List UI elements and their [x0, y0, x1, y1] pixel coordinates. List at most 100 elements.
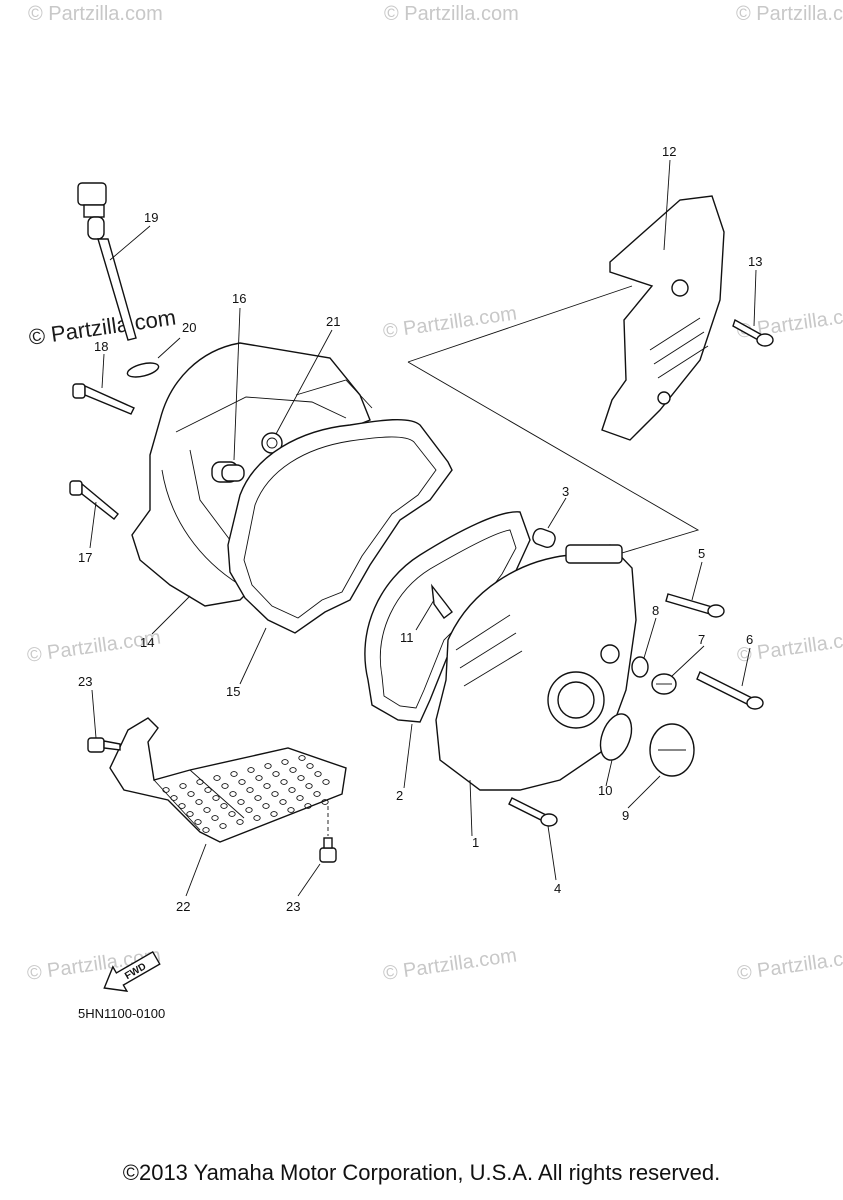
guard-hole: [229, 791, 237, 797]
guard-hole: [212, 795, 220, 801]
callout-23: 23: [78, 674, 92, 689]
guard-hole: [270, 811, 278, 817]
callout-5: 5: [698, 546, 705, 561]
guard-hole: [170, 795, 178, 801]
watermark: © Partzilla.com: [28, 3, 163, 25]
guard-hole: [281, 759, 289, 765]
guard-hole: [287, 807, 295, 813]
guard-hole: [280, 779, 288, 785]
guard-hole: [237, 799, 245, 805]
guard-hole: [238, 779, 246, 785]
part-23-bolt-upper: [87, 737, 121, 753]
part-23-bolt-lower: [319, 837, 337, 863]
guard-hole: [196, 779, 204, 785]
callout-4: 4: [554, 881, 561, 896]
callout-14: 14: [140, 635, 154, 650]
guard-hole: [219, 823, 227, 829]
guard-perforation-holes: [162, 755, 330, 833]
leader-lines: [89, 159, 757, 897]
callout-22: 22: [176, 899, 190, 914]
copyright-notice: ©2013 Yamaha Motor Corporation, U.S.A. A…: [122, 1160, 721, 1185]
gasket-inner-line: [243, 436, 437, 619]
guard-hole: [288, 787, 296, 793]
guard-hole: [296, 795, 304, 801]
diagram-code: 5HN1100-0100: [78, 1006, 165, 1021]
guard-hole: [264, 763, 272, 769]
guard-hole: [313, 791, 321, 797]
callout-2: 2: [396, 788, 403, 803]
watermark: © Partzilla.com: [736, 3, 843, 25]
callout-17: 17: [78, 550, 92, 565]
callout-19: 19: [144, 210, 158, 225]
part-7-plug: [651, 673, 677, 695]
callout-21: 21: [326, 314, 340, 329]
part-18-bolt: [72, 383, 135, 415]
guard-hole: [306, 763, 314, 769]
part-4-bolt: [508, 797, 558, 827]
guard-hole: [220, 803, 228, 809]
guard-hole: [204, 787, 212, 793]
guard-hole: [186, 811, 194, 817]
part-13-bolt: [732, 318, 774, 347]
guard-hole: [279, 799, 287, 805]
callout-labels: 1 2 13 19 16 21 20 18 17 14 15 3 5 8 11 7…: [78, 144, 762, 914]
guard-hole: [179, 783, 187, 789]
part-15-gasket: [227, 418, 453, 634]
guard-hole: [321, 799, 329, 805]
part-20-o-ring: [126, 362, 160, 378]
guard-hole: [314, 771, 322, 777]
guard-hole: [213, 775, 221, 781]
callout-20: 20: [182, 320, 196, 335]
guard-hole: [262, 803, 270, 809]
callout-8: 8: [652, 603, 659, 618]
watermark: © Partzilla.com: [736, 944, 843, 985]
callout-6: 6: [746, 632, 753, 647]
guard-hole: [297, 775, 305, 781]
part-22-guard: [109, 717, 347, 843]
part-12-sprocket-cover: [601, 195, 725, 441]
callout-9: 9: [622, 808, 629, 823]
watermark: © Partzilla.com: [382, 302, 519, 343]
assembly-guide-line: [407, 285, 633, 363]
callout-7: 7: [698, 632, 705, 647]
part-17-bolt: [69, 480, 119, 520]
part-6-bolt: [696, 671, 764, 710]
guard-hole: [162, 787, 170, 793]
guard-hole: [253, 815, 261, 821]
guard-hole: [211, 815, 219, 821]
callout-23: 23: [286, 899, 300, 914]
guard-hole: [304, 803, 312, 809]
guard-hole: [271, 791, 279, 797]
guard-hole: [298, 755, 306, 761]
guard-hole: [263, 783, 271, 789]
guard-hole: [178, 803, 186, 809]
guard-hole: [272, 771, 280, 777]
part-3-dowel-pin: [532, 527, 556, 549]
guard-hole: [247, 767, 255, 773]
callout-11: 11: [400, 630, 414, 645]
part-5-bolt: [665, 593, 725, 618]
callout-15: 15: [226, 684, 240, 699]
guard-hole: [289, 767, 297, 773]
guard-hole: [236, 819, 244, 825]
callout-1: 1: [472, 835, 479, 850]
part-10-o-ring: [599, 713, 633, 761]
guard-hole: [195, 799, 203, 805]
callout-13: 13: [748, 254, 762, 269]
guard-hole: [246, 787, 254, 793]
callout-18: 18: [94, 339, 108, 354]
part-9-plug: [649, 723, 695, 777]
callout-3: 3: [562, 484, 569, 499]
guard-hole: [187, 791, 195, 797]
callout-10: 10: [598, 783, 612, 798]
watermark: © Partzilla.com: [384, 3, 519, 25]
guard-hole: [322, 779, 330, 785]
part-1-crankcase-cover: [435, 544, 637, 791]
guard-hole: [305, 783, 313, 789]
assembly-guide-line: [407, 361, 700, 557]
callout-16: 16: [232, 291, 246, 306]
guard-hole: [194, 819, 202, 825]
guard-hole: [203, 807, 211, 813]
